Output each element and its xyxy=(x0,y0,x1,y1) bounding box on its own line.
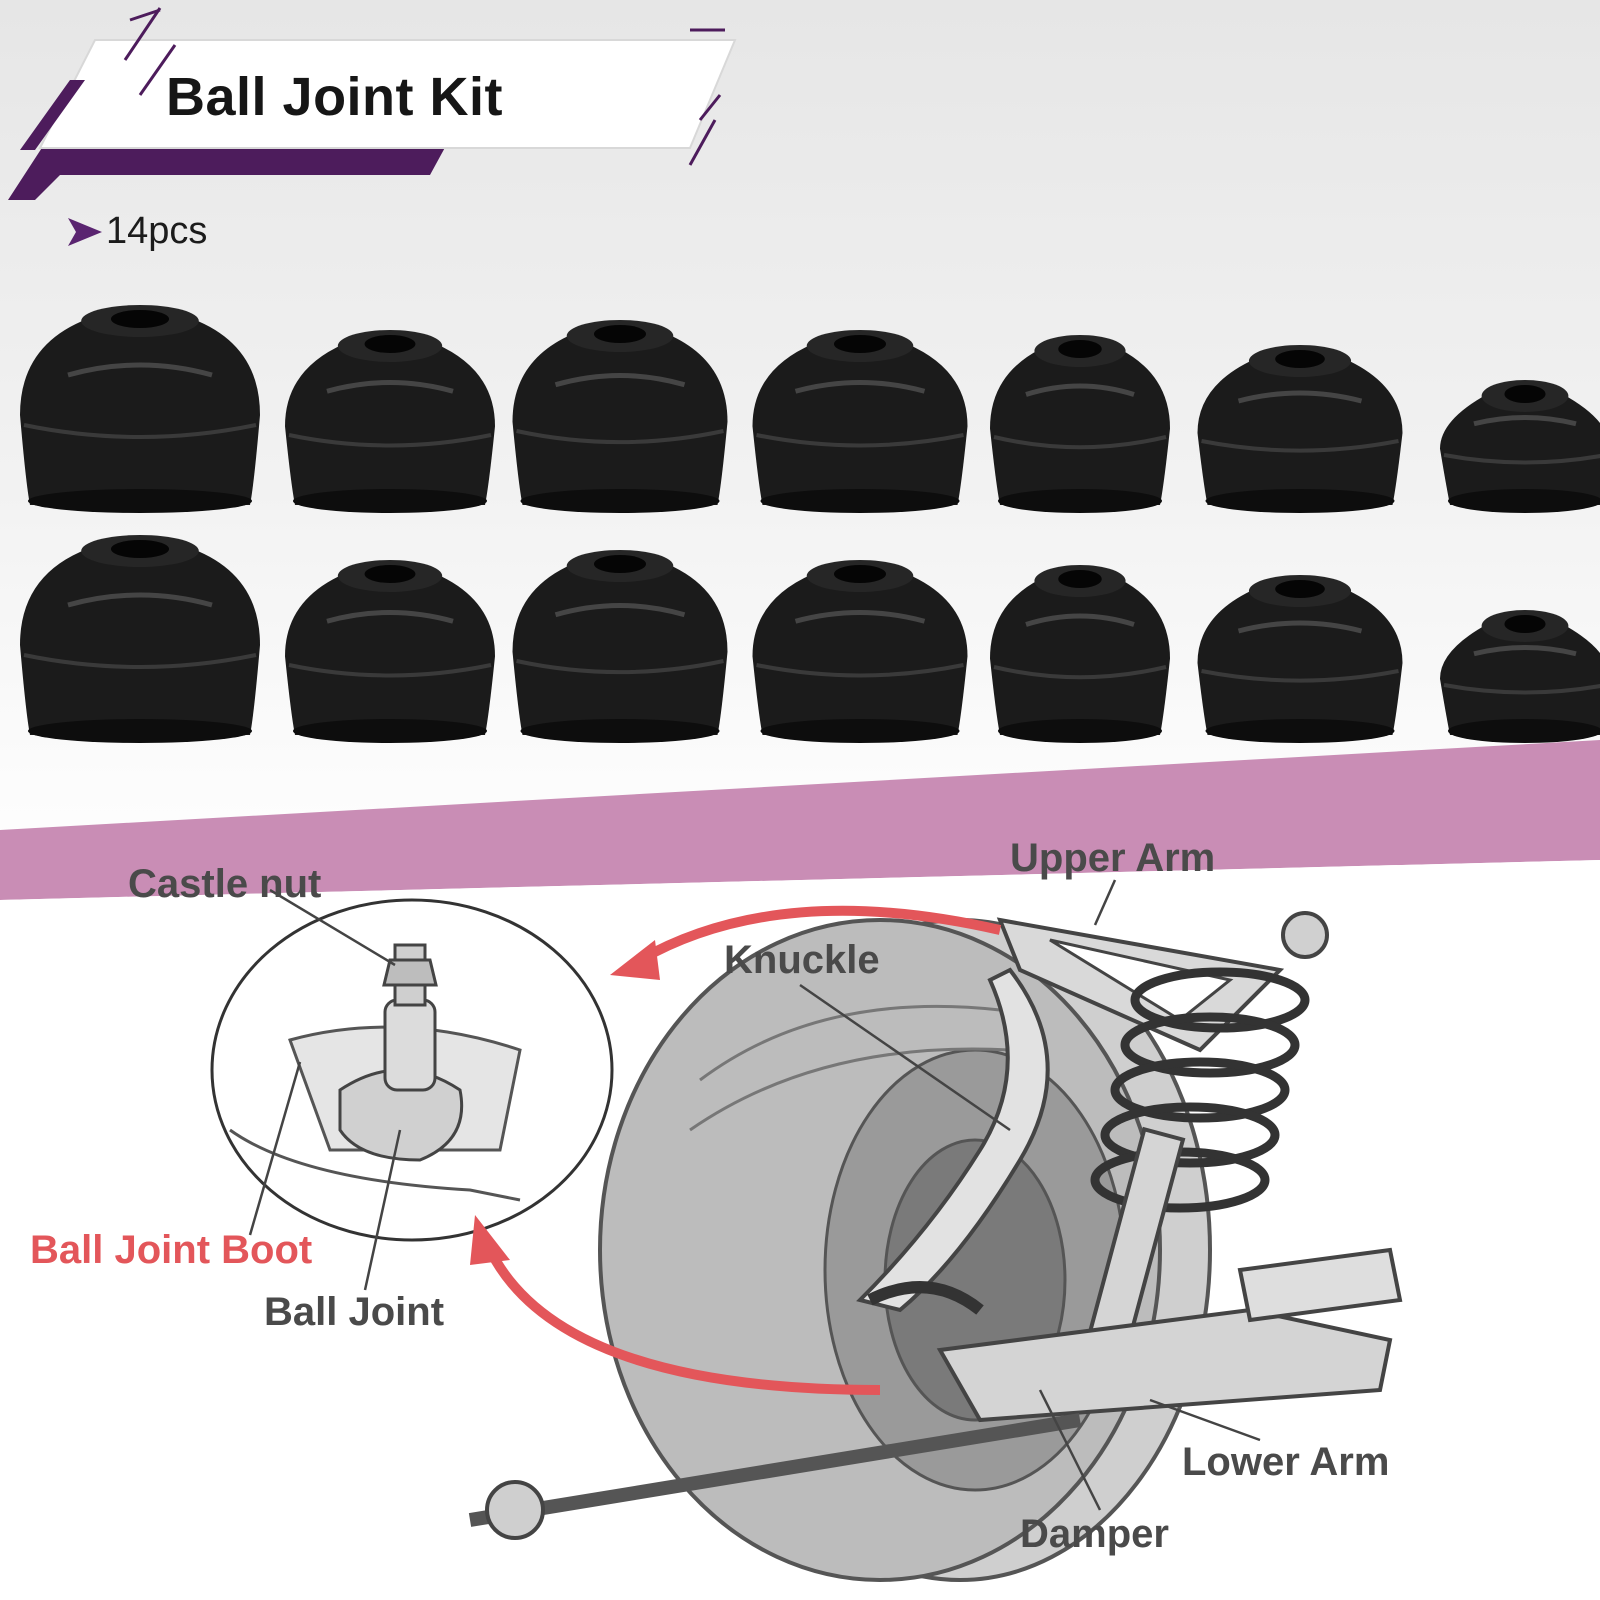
rubber-boot xyxy=(1197,345,1403,513)
rubber-boot xyxy=(285,560,495,743)
accent-band xyxy=(0,740,1600,900)
tie-rod-drawing xyxy=(468,1413,1082,1527)
rubber-boot xyxy=(990,565,1170,743)
label-ball-joint: Ball Joint xyxy=(264,1290,445,1334)
boot-grid xyxy=(20,305,1600,743)
piece-count-label: 14pcs xyxy=(106,210,208,252)
red-arrow-top xyxy=(637,905,1002,965)
label-castle-nut: Castle nut xyxy=(128,862,322,906)
rubber-boot xyxy=(20,305,260,513)
title-banner xyxy=(8,7,737,200)
arrow-right-icon xyxy=(68,217,102,246)
label-ball-joint-boot: Ball Joint Boot xyxy=(30,1228,313,1272)
ball-joint-inset xyxy=(210,898,614,1242)
rubber-boot xyxy=(1440,380,1600,513)
rubber-boot xyxy=(752,330,968,513)
coil-spring-drawing xyxy=(1090,967,1310,1213)
rubber-boot xyxy=(512,550,728,743)
rubber-boot xyxy=(1440,610,1600,743)
label-upper-arm: Upper Arm xyxy=(1010,836,1216,880)
rubber-boot xyxy=(20,535,260,743)
page-title: Ball Joint Kit xyxy=(166,67,504,127)
piece-count: 14pcs xyxy=(66,210,207,253)
label-knuckle: Knuckle xyxy=(724,938,880,982)
leader-lines xyxy=(248,879,1261,1511)
label-damper: Damper xyxy=(1020,1512,1169,1556)
rubber-boot xyxy=(285,330,495,513)
lower-arm-drawing xyxy=(936,1307,1393,1423)
red-arrow-bottom xyxy=(485,1247,881,1395)
label-lower-arm: Lower Arm xyxy=(1182,1440,1390,1484)
rubber-boot xyxy=(990,335,1170,513)
suspension-diagram xyxy=(210,879,1403,1582)
knuckle-drawing xyxy=(856,967,1050,1313)
rubber-boot xyxy=(512,320,728,513)
rubber-boot xyxy=(1197,575,1403,743)
rubber-boot xyxy=(752,560,968,743)
